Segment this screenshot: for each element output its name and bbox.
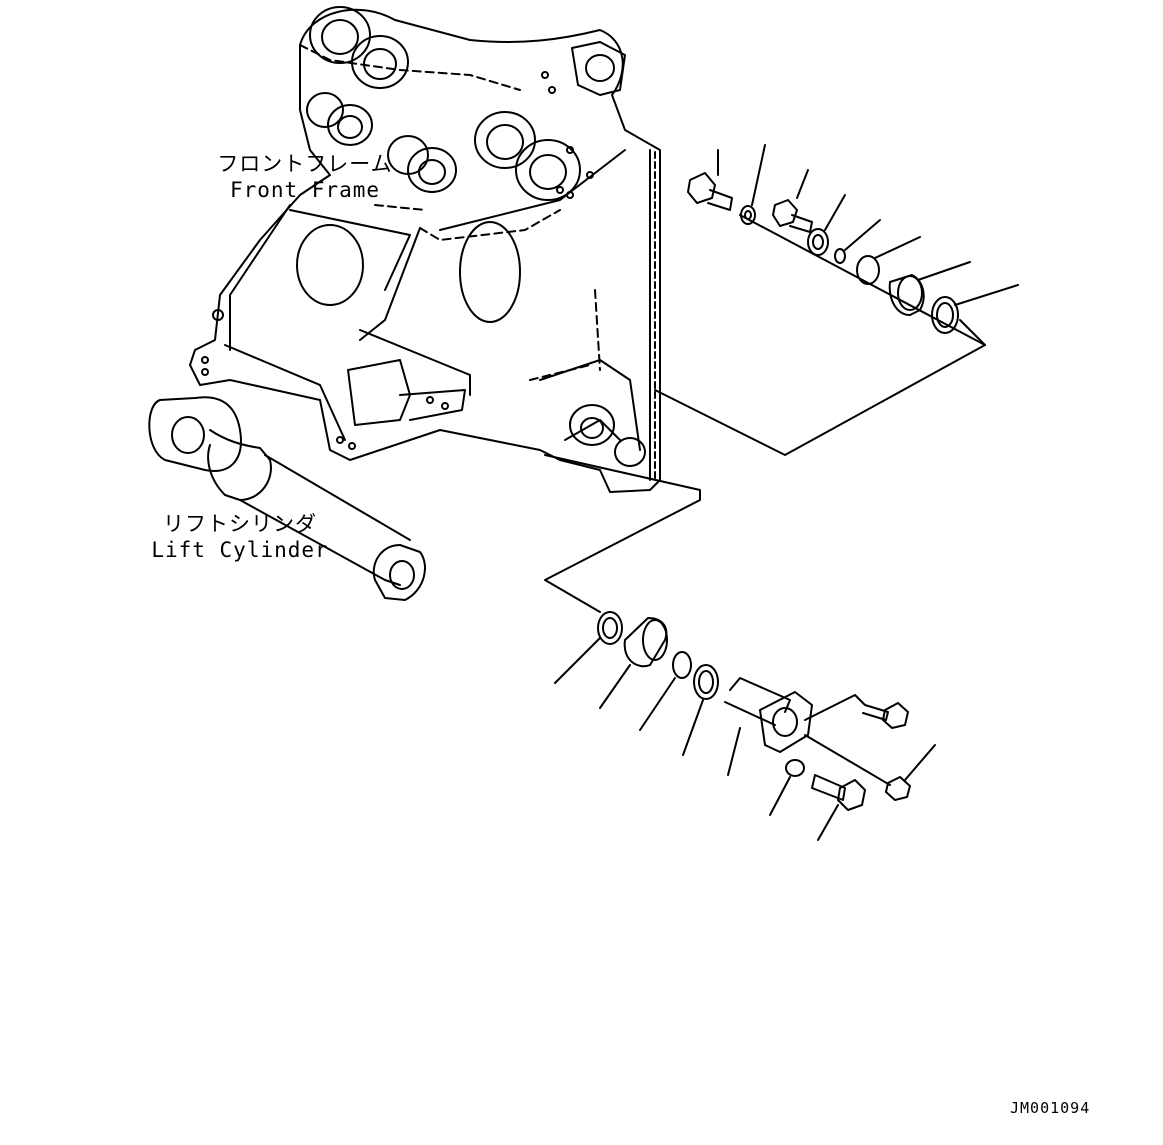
upper-pin-assembly	[654, 144, 1019, 456]
lift-cylinder-outline	[148, 396, 426, 601]
front-frame-label-jp: フロントフレーム	[217, 152, 393, 176]
front-frame-outline	[189, 6, 661, 493]
drawing-id: JM001094	[1010, 1099, 1091, 1117]
front-frame-label-en: Front Frame	[229, 178, 381, 202]
lift-cylinder-label-jp: リフトシリンダ	[163, 512, 317, 536]
lower-pin-assembly	[544, 454, 936, 841]
front-frame-label: フロントフレーム Front Frame	[205, 151, 405, 203]
lift-cylinder-label: リフトシリンダ Lift Cylinder	[140, 511, 340, 563]
lift-cylinder-label-en: Lift Cylinder	[151, 538, 329, 562]
